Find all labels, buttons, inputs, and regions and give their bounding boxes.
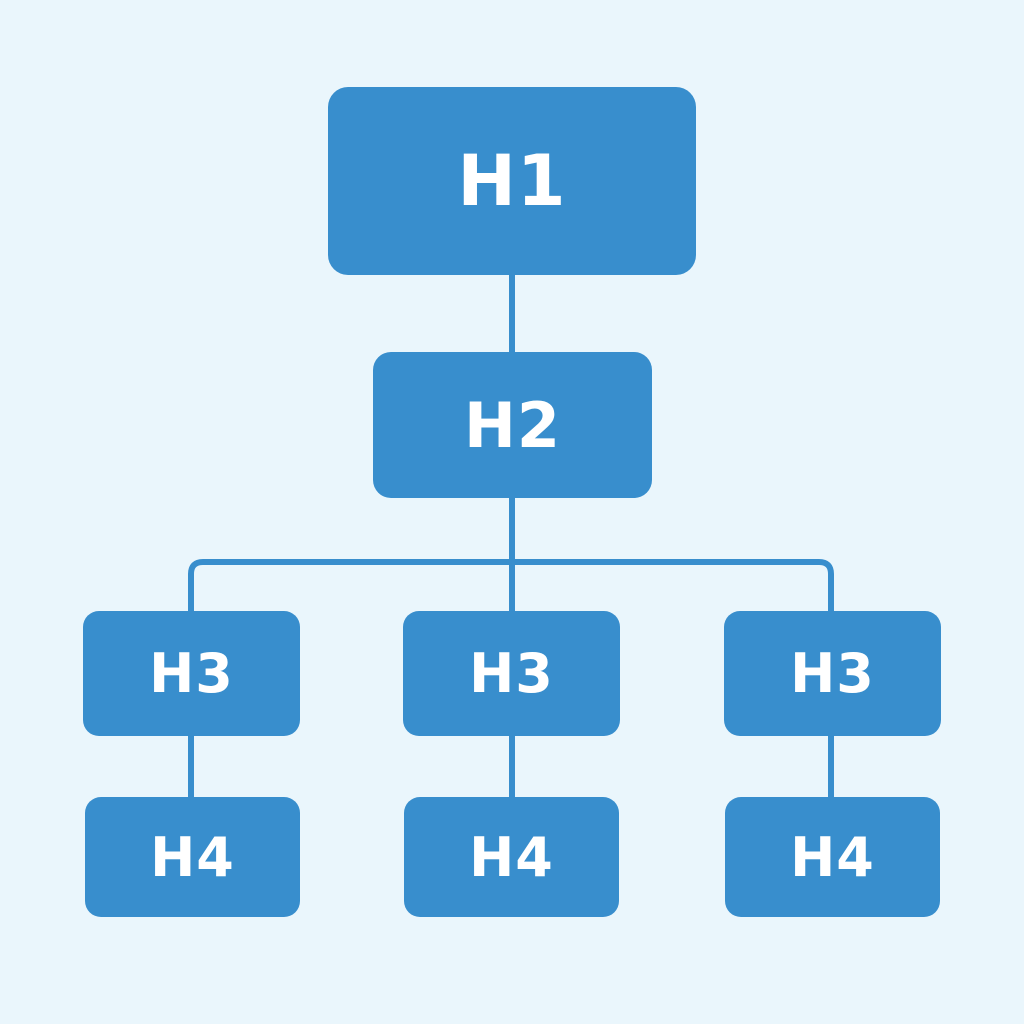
node-h1-label: H1 [457,140,567,222]
node-h2-label: H2 [463,388,562,462]
node-h3-left-label: H3 [149,642,234,705]
node-h3-right: H3 [724,611,941,736]
node-h4-right-label: H4 [790,825,875,889]
node-h4-middle: H4 [404,797,619,917]
node-h3-middle-label: H3 [469,642,554,705]
node-h4-middle-label: H4 [469,825,554,889]
connector-branch-horizontal [188,559,834,612]
node-h4-right: H4 [725,797,940,917]
node-h3-middle: H3 [403,611,620,736]
node-h4-left-label: H4 [150,825,235,889]
node-h3-right-label: H3 [790,642,875,705]
node-h2: H2 [373,352,652,498]
node-h3-left: H3 [83,611,300,736]
node-h1: H1 [328,87,696,275]
node-h4-left: H4 [85,797,300,917]
